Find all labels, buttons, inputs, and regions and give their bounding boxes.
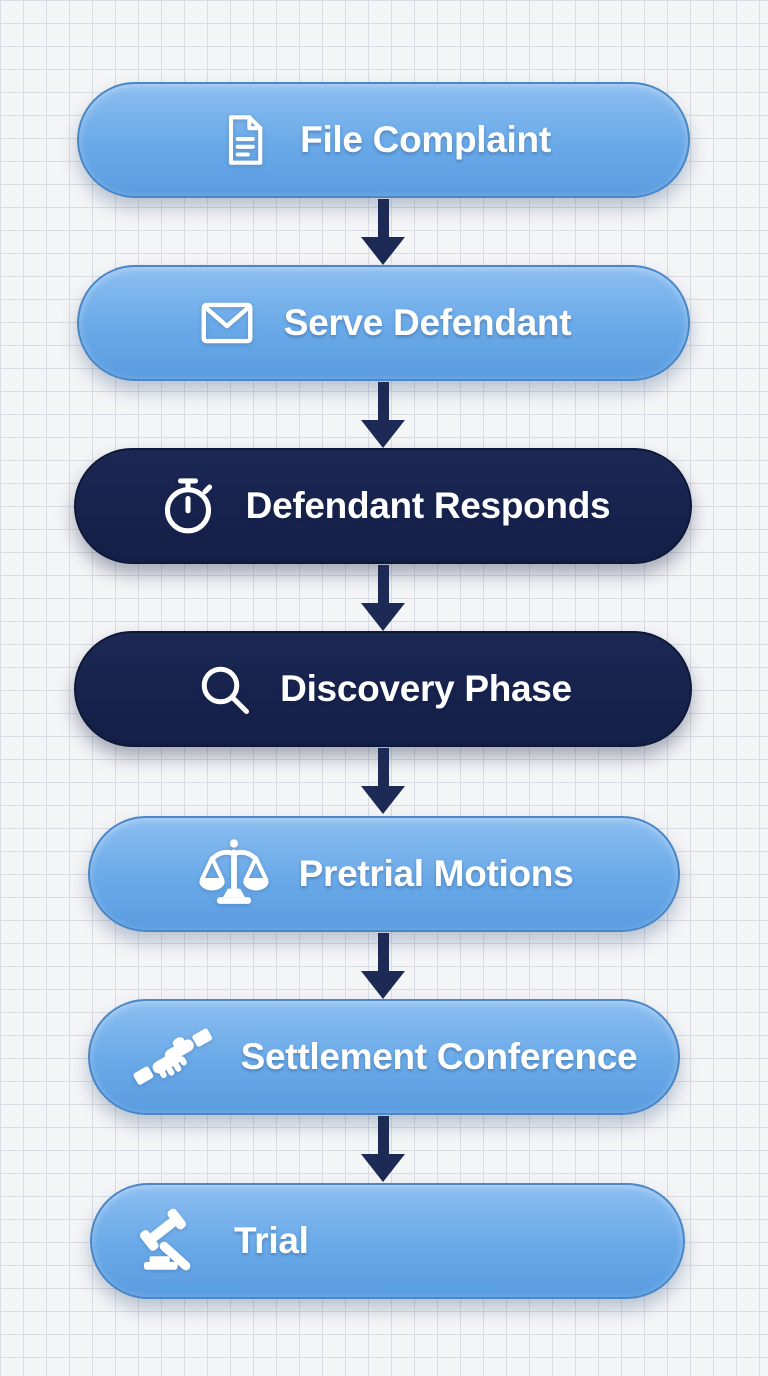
- node-label: Trial: [234, 1220, 309, 1261]
- arrow-down-icon: [361, 933, 405, 999]
- arrow-down-icon: [361, 1116, 405, 1182]
- scales-icon: [195, 835, 273, 913]
- stopwatch-icon: [156, 474, 220, 538]
- node-label: Discovery Phase: [280, 668, 572, 709]
- arrow-down-icon: [361, 565, 405, 631]
- magnifier-icon: [194, 659, 254, 719]
- handshake-icon: [131, 1025, 215, 1089]
- node-label: Pretrial Motions: [298, 853, 574, 894]
- node-label: File Complaint: [300, 119, 551, 160]
- gavel-icon: [136, 1205, 208, 1277]
- node-defendant-responds: Defendant Responds: [74, 448, 692, 564]
- node-label: Defendant Responds: [245, 485, 611, 526]
- node-label: Settlement Conference: [240, 1036, 638, 1077]
- node-serve-defendant: Serve Defendant: [77, 265, 690, 381]
- file-document-icon: [216, 111, 274, 169]
- arrow-down-icon: [361, 748, 405, 814]
- node-settlement-conference: Settlement Conference: [88, 999, 680, 1115]
- node-label: Serve Defendant: [283, 302, 572, 343]
- envelope-icon: [196, 292, 258, 354]
- arrow-down-icon: [361, 199, 405, 265]
- node-trial: Trial: [90, 1183, 685, 1299]
- node-file-complaint: File Complaint: [77, 82, 690, 198]
- node-pretrial-motions: Pretrial Motions: [88, 816, 680, 932]
- arrow-down-icon: [361, 382, 405, 448]
- node-discovery-phase: Discovery Phase: [74, 631, 692, 747]
